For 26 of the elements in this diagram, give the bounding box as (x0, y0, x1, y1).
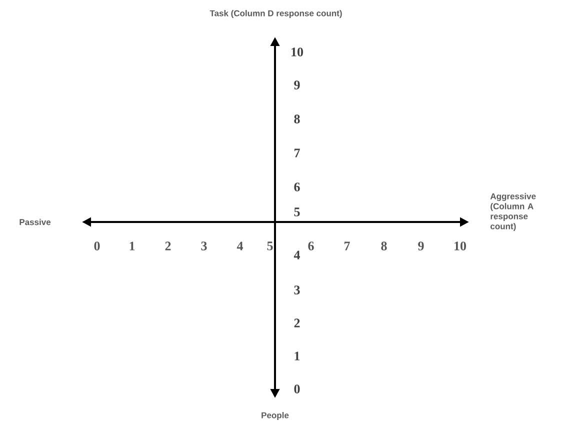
tick-number: 5 (267, 242, 273, 250)
tick-number: 3 (294, 286, 300, 294)
tick-number: 3 (201, 242, 207, 250)
tick-number: 4 (294, 250, 300, 260)
tick-number: 5 (294, 208, 300, 216)
axis-label: Aggressive (Column A response count) (490, 193, 536, 231)
tick-number: 6 (308, 242, 314, 250)
tick-number: 9 (294, 80, 300, 90)
axis-label: Passive (20, 218, 51, 226)
tick-number: 4 (236, 242, 243, 250)
tick-number: 10 (292, 48, 303, 56)
tick-number: 8 (294, 114, 300, 124)
tick-number: 1 (130, 242, 135, 250)
tick-number: 6 (294, 182, 300, 192)
tick-number: 0 (294, 384, 300, 394)
tick-number: 0 (94, 242, 100, 250)
axis-label: Task (Column D response count) (210, 10, 342, 18)
axis-label: People (262, 412, 289, 420)
tick-number: 7 (294, 148, 300, 158)
tick-number: 10 (454, 242, 466, 250)
tick-number: 1 (294, 352, 300, 360)
tick-number: 9 (418, 242, 424, 250)
tick-number: 2 (165, 242, 171, 250)
tick-number: 7 (344, 242, 350, 250)
tick-number: 8 (381, 242, 387, 250)
tick-number: 2 (294, 318, 300, 328)
